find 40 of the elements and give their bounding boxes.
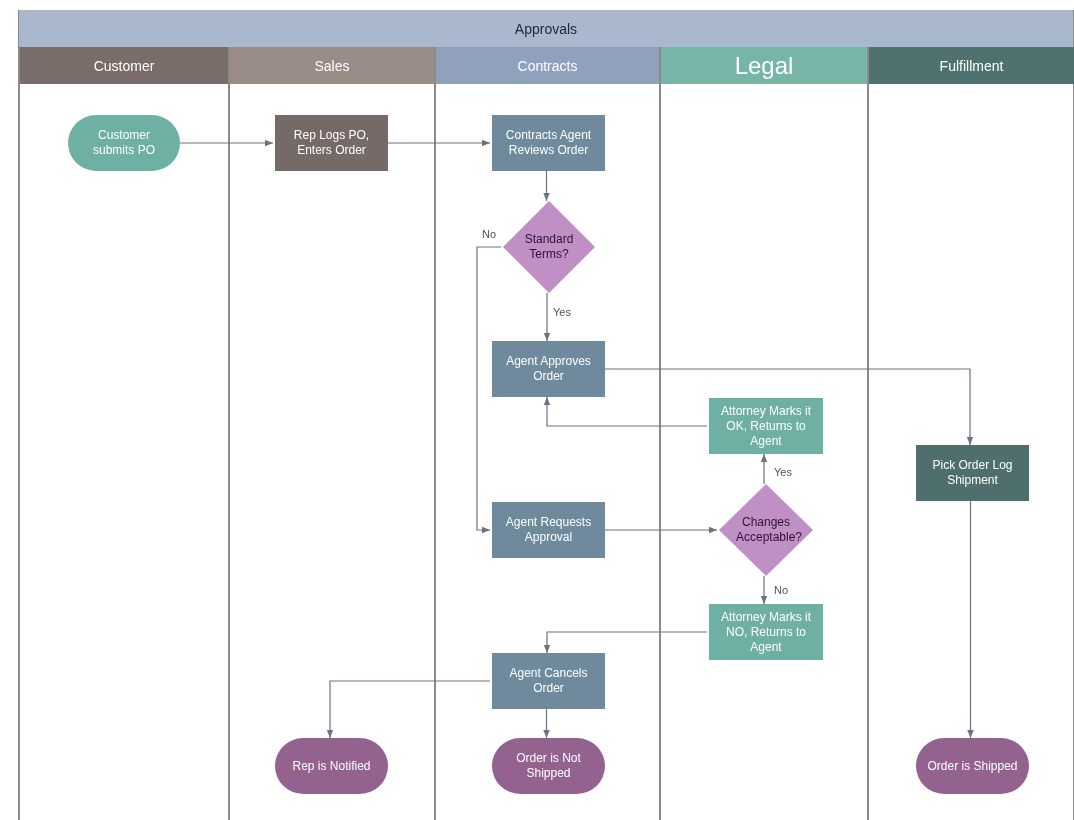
swimlane	[660, 47, 868, 820]
process-box: Attorney Marks it NO, Returns to Agent	[709, 604, 823, 660]
end-terminal: Rep is Notified	[275, 738, 388, 794]
flow-arrow	[760, 453, 768, 485]
swimlane	[19, 47, 229, 820]
process-box: Agent Cancels Order	[492, 653, 605, 709]
lane-header: Legal	[661, 47, 867, 84]
end-terminal: Order is Shipped	[916, 738, 1029, 794]
flow-arrow	[543, 631, 708, 654]
decision-diamond: Changes Acceptable?	[719, 484, 813, 576]
flow-arrow	[326, 680, 491, 739]
start-terminal: Customer submits PO	[68, 115, 180, 171]
flow-arrow	[543, 396, 708, 427]
flow-arrow	[602, 368, 974, 446]
flow-arrow	[543, 708, 550, 739]
swimlane	[435, 47, 660, 820]
pool-header: Approvals	[19, 10, 1073, 47]
flow-arrow	[385, 139, 491, 147]
lane-header: Fulfillment	[869, 47, 1074, 84]
process-box: Pick Order Log Shipment	[916, 445, 1029, 501]
swimlane	[229, 47, 435, 820]
process-box: Rep Logs PO, Enters Order	[275, 115, 388, 171]
swimlane-pool	[18, 10, 1074, 820]
flow-arrow	[543, 170, 550, 202]
end-terminal: Order is Not Shipped	[492, 738, 605, 794]
process-box: Contracts Agent Reviews Order	[492, 115, 605, 171]
lane-header: Customer	[20, 47, 228, 84]
process-box: Agent Approves Order	[492, 341, 605, 397]
process-box: Agent Requests Approval	[492, 502, 605, 558]
flow-arrow	[543, 292, 551, 342]
lane-header: Sales	[230, 47, 434, 84]
process-box: Attorney Marks it OK, Returns to Agent	[709, 398, 823, 454]
swimlane	[868, 47, 1074, 820]
lane-header: Contracts	[436, 47, 659, 84]
flow-arrow	[967, 500, 974, 739]
flow-arrow	[602, 526, 718, 534]
flow-arrow	[476, 246, 502, 534]
flow-arrow	[177, 139, 274, 147]
flow-arrow	[760, 575, 768, 605]
decision-diamond: Standard Terms?	[503, 201, 595, 293]
